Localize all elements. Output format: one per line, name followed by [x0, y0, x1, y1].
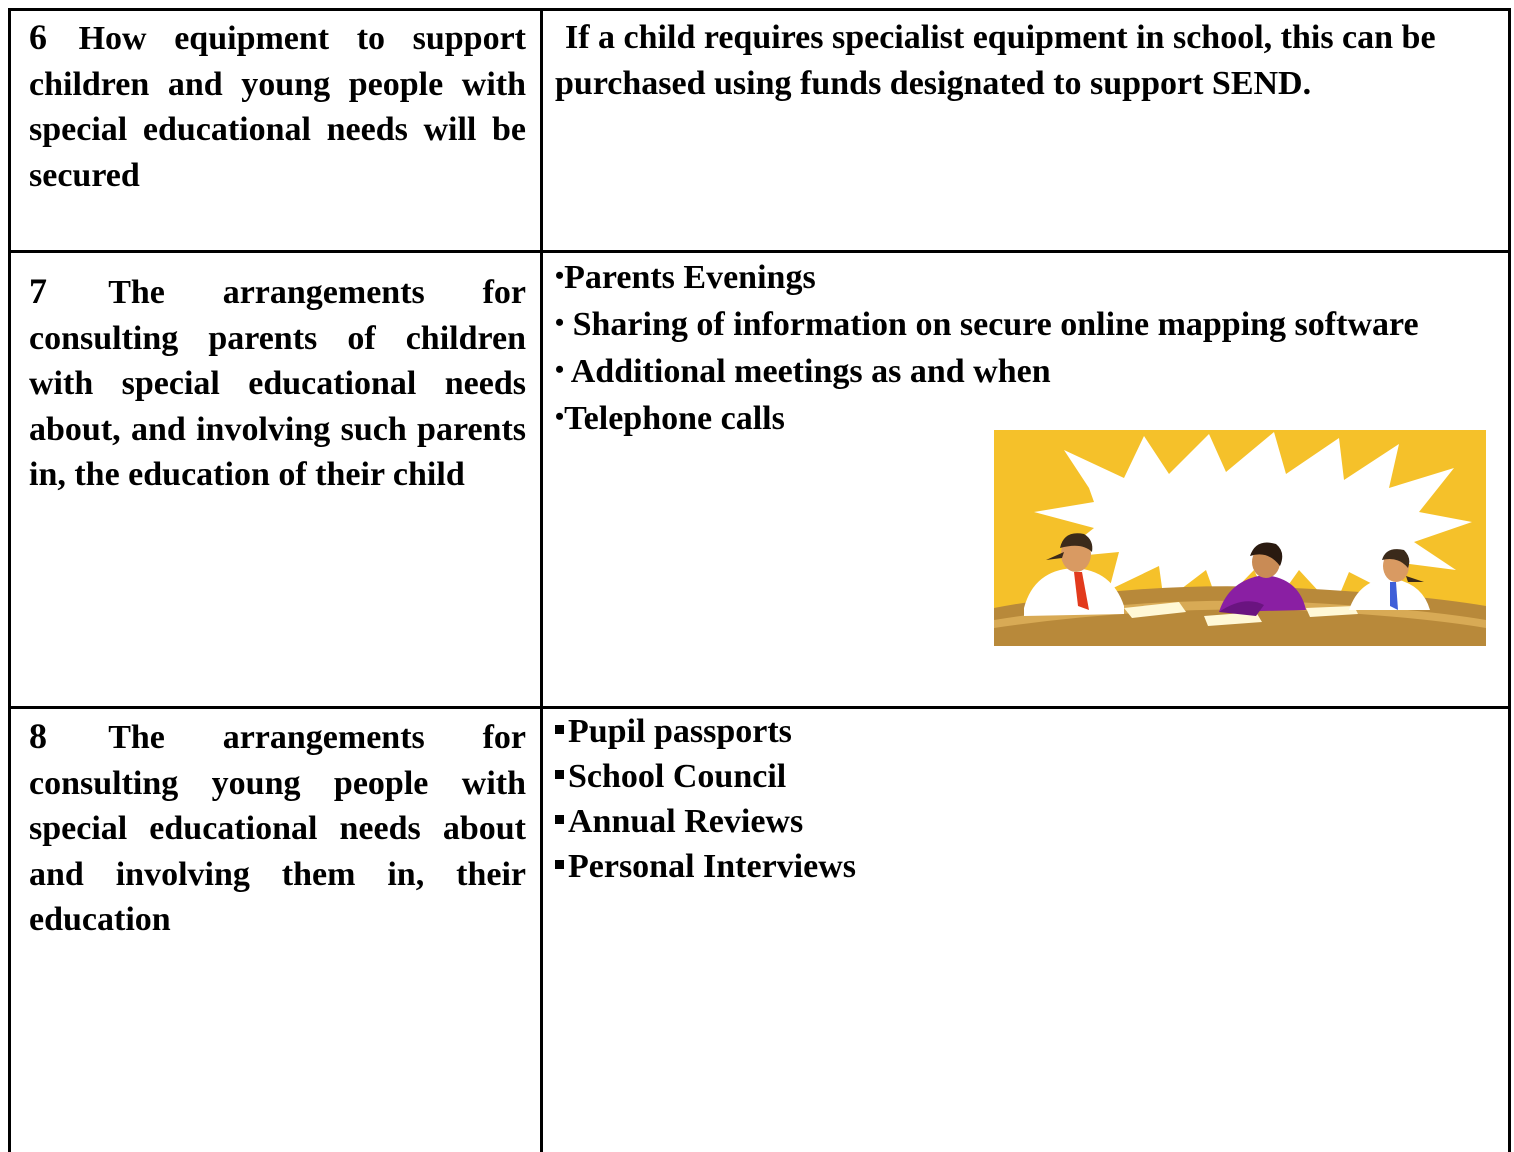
- paper-icon: [1204, 612, 1262, 626]
- list-item: Annual Reviews: [555, 799, 1498, 844]
- list-item-text: Telephone calls: [564, 400, 785, 437]
- left-person-icon: [1024, 533, 1124, 616]
- bullet-square-icon: [555, 770, 564, 779]
- bullet-dot-icon: •: [555, 261, 565, 290]
- row-7-number: 7: [29, 271, 47, 311]
- bullet-square-icon: [555, 725, 564, 734]
- list-item-text: School Council: [568, 758, 787, 795]
- table-row: 7 The arrangements for consulting parent…: [8, 250, 1511, 709]
- row-7-heading: 7 The arrangements for consulting parent…: [29, 269, 526, 498]
- list-item-text: Additional meetings as and when: [564, 353, 1051, 390]
- list-item: Personal Interviews: [555, 844, 1498, 889]
- row-8-heading-cell: 8 The arrangements for consulting young …: [8, 706, 543, 1152]
- row-6-title: How equipment to support children and yo…: [29, 20, 527, 194]
- send-information-table: 6 How equipment to support children and …: [8, 8, 1511, 1152]
- list-item: • Additional meetings as and when: [555, 347, 1498, 394]
- right-person-icon: [1349, 549, 1430, 610]
- middle-person-icon: [1219, 542, 1306, 616]
- table-row: 6 How equipment to support children and …: [8, 8, 1511, 253]
- list-item-text: Personal Interviews: [568, 848, 857, 885]
- list-item: School Council: [555, 754, 1498, 799]
- list-item: •Telephone calls: [555, 394, 1498, 441]
- list-item: • Sharing of information on secure onlin…: [555, 300, 1498, 347]
- row-7-content-cell: •Parents Evenings • Sharing of informati…: [540, 250, 1511, 709]
- bullet-dot-icon: •: [555, 402, 565, 431]
- paper-icon: [1124, 602, 1186, 618]
- row-8-number: 8: [29, 716, 47, 756]
- row-6-heading: 6 How equipment to support children and …: [29, 15, 526, 198]
- speech-burst-icon: [1034, 432, 1472, 608]
- list-item-text: Parents Evenings: [564, 259, 816, 296]
- row-8-bullet-list: Pupil passports School Council Annual Re…: [555, 709, 1498, 889]
- meeting-clipart-image: [994, 430, 1486, 646]
- bullet-square-icon: [555, 815, 564, 824]
- list-item-text: Annual Reviews: [568, 803, 804, 840]
- row-7-title: The arrangements for consulting parents …: [29, 274, 527, 493]
- paper-icon: [1306, 606, 1358, 617]
- bullet-dot-icon: •: [555, 308, 565, 337]
- row-6-number: 6: [29, 17, 47, 57]
- row-8-heading: 8 The arrangements for consulting young …: [29, 714, 526, 943]
- list-item: •Parents Evenings: [555, 253, 1498, 300]
- row-6-heading-cell: 6 How equipment to support children and …: [8, 8, 543, 253]
- row-7-bullet-list: •Parents Evenings • Sharing of informati…: [555, 253, 1498, 441]
- list-item-text: Sharing of information on secure online …: [564, 306, 1419, 343]
- bullet-dot-icon: •: [555, 355, 565, 384]
- row-6-content: If a child requires specialist equipment…: [555, 19, 1436, 102]
- list-item-text: Pupil passports: [568, 713, 792, 750]
- table-row: 8 The arrangements for consulting young …: [8, 706, 1511, 1152]
- bullet-square-icon: [555, 860, 564, 869]
- row-8-title: The arrangements for consulting young pe…: [29, 719, 527, 938]
- row-8-content-cell: Pupil passports School Council Annual Re…: [540, 706, 1511, 1152]
- list-item: Pupil passports: [555, 709, 1498, 754]
- row-7-heading-cell: 7 The arrangements for consulting parent…: [8, 250, 543, 709]
- row-6-content-cell: If a child requires specialist equipment…: [540, 8, 1511, 253]
